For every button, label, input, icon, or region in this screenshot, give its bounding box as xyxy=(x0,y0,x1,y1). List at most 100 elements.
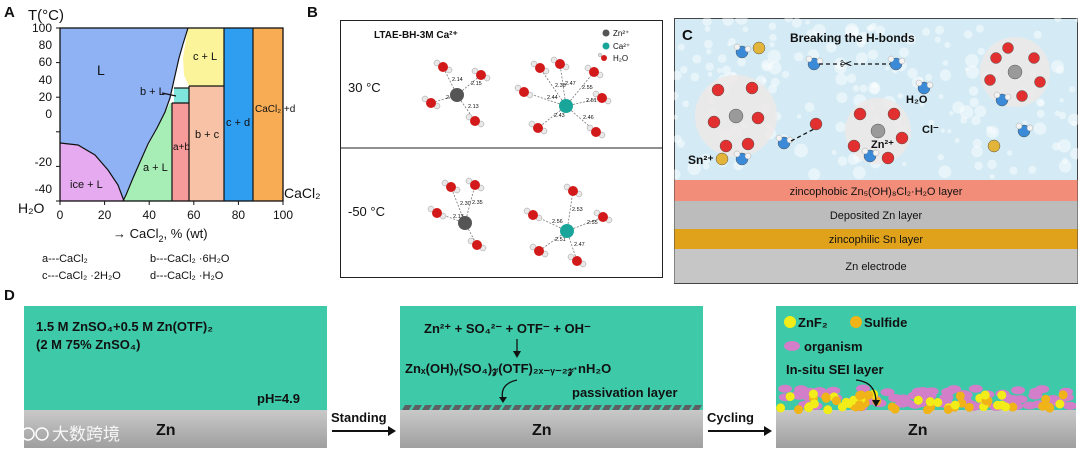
sei-particle xyxy=(831,396,841,406)
cl-ion xyxy=(881,151,895,165)
sei-particle xyxy=(1055,399,1065,409)
passivation-blocks xyxy=(402,405,702,410)
sei-particle xyxy=(1038,401,1048,411)
oxygen-atom xyxy=(598,212,608,222)
organism-particle xyxy=(855,384,870,393)
standing-label: Standing xyxy=(331,410,387,425)
sn-ion xyxy=(715,152,729,166)
zn-label-2: Zn xyxy=(532,422,552,439)
sei-particle xyxy=(1041,394,1051,404)
oxygen-atom xyxy=(572,256,582,266)
oxygen-atom xyxy=(438,62,448,72)
row-label-m50: -50 °C xyxy=(348,204,385,219)
panel-d-label: D xyxy=(4,287,15,304)
sei-particle xyxy=(785,392,795,402)
bond-length-label: 2.55 xyxy=(582,85,593,91)
oxygen-atom xyxy=(589,67,599,77)
sei-particle xyxy=(821,392,831,402)
bond-length-label: 2.56 xyxy=(552,219,563,225)
sei-particle xyxy=(955,391,965,401)
y-tick: -40 xyxy=(35,182,53,196)
organism-particle xyxy=(939,393,954,402)
region-a-L xyxy=(123,103,172,201)
oxygen-atom xyxy=(597,93,607,103)
oxygen-atom xyxy=(535,63,545,73)
oxygen-atom xyxy=(519,87,529,97)
cl-ion xyxy=(1016,90,1028,102)
bond-length-label: 2.53 xyxy=(572,207,583,213)
organism-particle xyxy=(1063,401,1076,410)
sei-particle xyxy=(808,389,818,399)
cl-ion xyxy=(984,74,996,86)
region-label-cd: c + d xyxy=(226,117,250,129)
organism-particle xyxy=(924,387,939,396)
x-tick: 20 xyxy=(98,208,112,222)
cl-ion xyxy=(751,111,765,125)
watermark-logo xyxy=(6,424,50,444)
cl-ion xyxy=(741,137,755,151)
x-axis-label: → CaCl2, % (wt) xyxy=(113,226,208,244)
region-label-iceL: ice + L xyxy=(70,179,103,191)
panel-c-label: C xyxy=(682,27,693,44)
layer-electrode: Zn electrode xyxy=(845,261,906,273)
cl-ion xyxy=(809,117,823,131)
bond-length-label: 2.13 xyxy=(453,214,464,220)
panel-c-diagram: C Breaking the H-bonds H₂O Cl⁻ Zn²⁺ Sn²⁺… xyxy=(674,18,1078,284)
legend-c: c---CaCl₂ ·2H₂O xyxy=(42,270,121,282)
region-label-L: L xyxy=(97,62,105,78)
bond-length-label: 2.30 xyxy=(460,201,471,207)
oxygen-atom xyxy=(446,182,456,192)
legend-d: d---CaCl₂ ·H₂O xyxy=(150,270,224,282)
sn-label: Sn²⁺ xyxy=(688,153,714,167)
bond-length-label: 2.38 xyxy=(555,83,566,89)
oxygen-atom xyxy=(470,180,480,190)
hbond-title: Breaking the H-bonds xyxy=(790,31,915,45)
x-tick: 100 xyxy=(273,208,293,222)
bond-length-label: 2.47 xyxy=(565,81,576,87)
oxygen-atom xyxy=(432,208,442,218)
panel-a-label: A xyxy=(4,4,15,21)
oxygen-atom xyxy=(528,210,538,220)
zn-ion xyxy=(1007,64,1023,80)
stage-initial: 1.5 M ZnSO₄+0.5 M Zn(OTF)₂ (2 M 75% ZnSO… xyxy=(24,306,327,448)
organism-particle xyxy=(778,384,793,393)
stage-standing: Zn²⁺ + SO₄²⁻ + OTF⁻ + OH⁻ Znₓ(OH)ᵧ(SO₄)𝓏… xyxy=(400,306,703,448)
organism-label: organism xyxy=(804,339,863,354)
standing-arrow xyxy=(332,426,396,436)
center-ion xyxy=(458,216,472,230)
bond-length-label: 2.43 xyxy=(554,113,565,119)
left-component-label: H₂O xyxy=(18,200,45,216)
legend-a: a---CaCl₂ xyxy=(42,253,88,265)
zn-ion xyxy=(870,123,886,139)
y-tick: 60 xyxy=(39,55,53,69)
cl-ion xyxy=(1002,42,1014,54)
x-tick: 60 xyxy=(187,208,201,222)
sei-particle xyxy=(1058,390,1068,400)
sei-particle xyxy=(925,397,935,407)
region-label-aL: a + L xyxy=(143,162,168,174)
passivation-label: passivation layer xyxy=(572,385,678,400)
organism-particle xyxy=(880,388,895,397)
zn-label: Zn²⁺ xyxy=(871,139,894,151)
bond-length-label: 2.55 xyxy=(587,220,598,226)
organism-particle xyxy=(1011,386,1026,395)
layer-sn: zincophilic Sn layer xyxy=(829,234,923,246)
cl-ion xyxy=(707,115,721,129)
electrolyte-line2: (2 M 75% ZnSO₄) xyxy=(36,337,141,352)
region-label-CaCl2d: CaCl₂ +d xyxy=(255,104,295,115)
cl-ion xyxy=(847,139,861,153)
sei-particle xyxy=(913,395,923,405)
sei-particle xyxy=(1044,402,1054,412)
cl-ion xyxy=(745,81,759,95)
region-label-ab: a+b xyxy=(173,142,190,153)
oxygen-atom xyxy=(426,98,436,108)
region-b-c xyxy=(189,86,224,201)
organism-particle xyxy=(896,394,911,403)
oxygen-atom xyxy=(470,116,480,126)
region-a-b xyxy=(172,103,189,201)
sei-particle xyxy=(943,404,953,414)
zn-label-1: Zn xyxy=(156,422,176,439)
